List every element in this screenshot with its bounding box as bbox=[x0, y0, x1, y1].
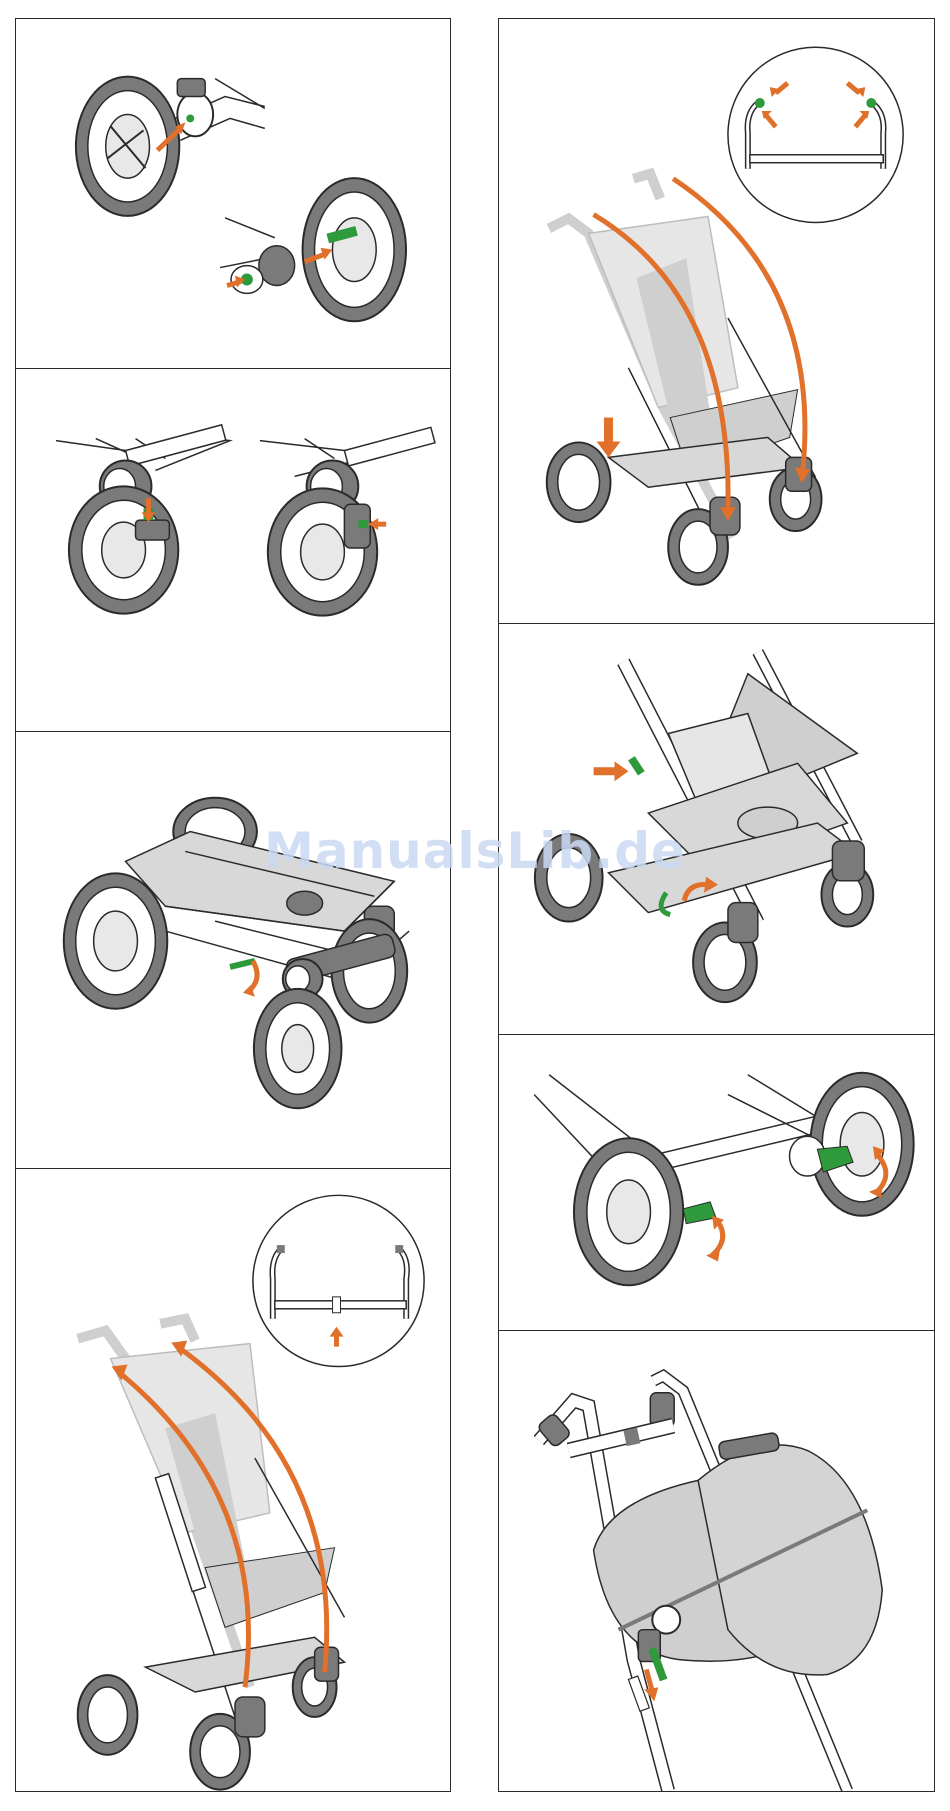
step-panel-front-swivel-wheel-attach bbox=[15, 368, 451, 732]
chassis-unfold-illustration bbox=[16, 732, 450, 1168]
rear-brake-illustration bbox=[499, 1035, 934, 1330]
handlebar-raise-illustration bbox=[16, 1169, 450, 1791]
front-swivel-wheel-illustration bbox=[16, 369, 450, 731]
handlebar-fold-illustration bbox=[499, 19, 934, 623]
rear-wheel-attach-illustration bbox=[16, 19, 450, 368]
step-panel-handlebar-raise bbox=[15, 1168, 451, 1792]
step-panel-rear-brake bbox=[498, 1034, 935, 1331]
carrycot-attach-illustration bbox=[499, 1331, 934, 1791]
step-panel-handlebar-fold bbox=[498, 18, 935, 624]
step-panel-chassis-unfold bbox=[15, 731, 451, 1169]
step-panel-carrycot-attach bbox=[498, 1330, 935, 1792]
step-panel-chassis-fold bbox=[498, 623, 935, 1035]
step-panel-rear-wheel-attach bbox=[15, 18, 451, 369]
chassis-fold-illustration bbox=[499, 624, 934, 1034]
